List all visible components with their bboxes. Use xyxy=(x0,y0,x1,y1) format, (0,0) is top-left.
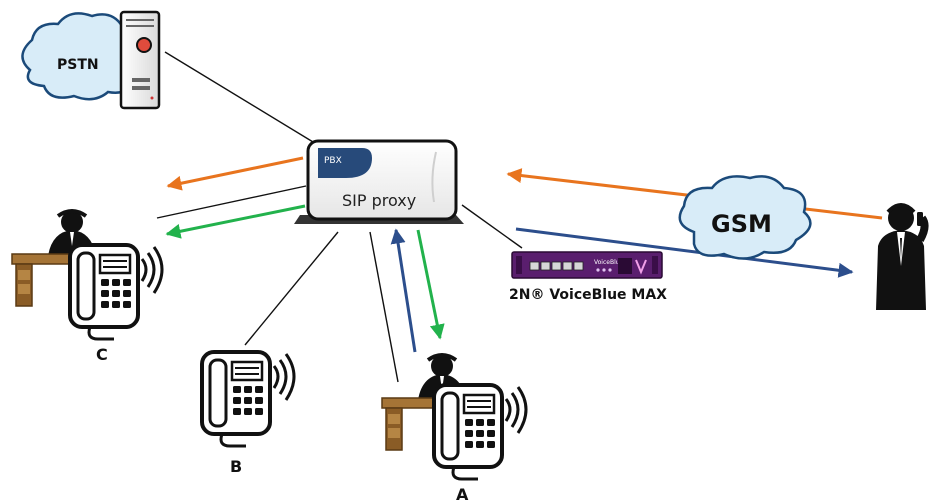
phone-a-icon xyxy=(432,383,528,481)
pbx-logo-badge xyxy=(318,148,372,178)
station-b xyxy=(200,350,296,448)
gsm-label: GSM xyxy=(711,210,772,238)
green-arrow-pbx-to-a xyxy=(416,229,445,340)
green-arrow-pbx-to-c xyxy=(165,204,306,239)
pbx-badge-text: PBX xyxy=(324,156,342,166)
blue-arrow-a-to-pbx xyxy=(390,228,417,353)
station-a-label: A xyxy=(456,485,469,504)
station-b-label: B xyxy=(230,457,243,476)
gateway-name-label: 2N® VoiceBlue MAX xyxy=(509,287,667,303)
pbx-label: SIP proxy xyxy=(342,191,416,210)
phone-c-icon xyxy=(68,243,164,341)
station-a xyxy=(380,353,528,481)
line-b-pbx xyxy=(244,231,339,346)
gateway-front-text: VoiceBlue xyxy=(594,259,624,266)
voiceblue-gateway: VoiceBlue xyxy=(511,251,663,279)
line-pstn-pbx xyxy=(164,51,319,146)
station-c-label: C xyxy=(96,345,108,364)
pbx-sip-proxy: PBX SIP proxy xyxy=(294,139,464,224)
pstn-server xyxy=(119,10,161,110)
mobile-user xyxy=(876,203,929,310)
orange-arrow-pbx-to-c xyxy=(166,156,304,191)
line-pbx-gateway xyxy=(461,204,523,249)
station-c xyxy=(10,209,164,341)
gsm-cloud: GSM xyxy=(678,175,812,260)
line-c-pbx xyxy=(156,185,307,219)
link-lines xyxy=(156,51,523,383)
blue-arrow-gateway-to-gsm xyxy=(515,227,854,278)
line-a-pbx xyxy=(369,231,399,383)
pstn-label: PSTN xyxy=(57,57,99,73)
phone-b-icon xyxy=(200,350,296,448)
